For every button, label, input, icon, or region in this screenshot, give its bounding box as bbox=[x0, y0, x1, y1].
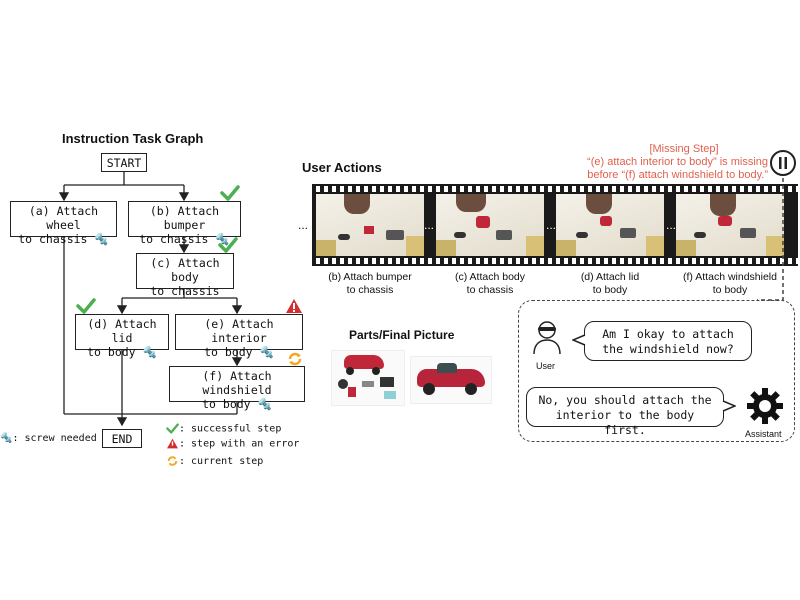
user-avatar-icon bbox=[533, 321, 561, 355]
legend-current: : current step bbox=[166, 455, 263, 467]
node-f-line1: (f) Attach windshield bbox=[202, 369, 272, 397]
missing-step-note: [Missing Step] “(e) attach interior to b… bbox=[540, 143, 768, 182]
user-message-bubble: Am I okay to attach the windshield now? bbox=[584, 321, 752, 361]
film-ellipsis: ... bbox=[424, 218, 435, 232]
video-frame bbox=[556, 194, 664, 256]
screw-icon: 🔩 bbox=[94, 232, 109, 246]
bubble-tail bbox=[572, 334, 586, 346]
warning-icon bbox=[167, 438, 178, 449]
assistant-message-bubble: No, you should attach the interior to th… bbox=[526, 387, 724, 437]
node-d: (d) Attach lid to body 🔩 bbox=[75, 314, 169, 359]
screw-icon: 🔩 bbox=[0, 433, 13, 444]
film-ellipsis: ... bbox=[298, 218, 309, 232]
checkmark-icon bbox=[218, 237, 238, 253]
start-node: START bbox=[101, 153, 147, 172]
end-node: END bbox=[102, 429, 142, 448]
node-e-line1: (e) Attach interior bbox=[204, 317, 274, 345]
frame-caption: (c) Attach body to chassis bbox=[454, 271, 526, 296]
node-b-line1: (b) Attach bumper bbox=[149, 204, 220, 232]
screw-icon: 🔩 bbox=[259, 345, 274, 359]
film-ellipsis: ... bbox=[546, 218, 557, 232]
missing-step-line3: before “(f) attach windshield to body.” bbox=[587, 169, 768, 181]
user-message-line2: the windshield now? bbox=[602, 342, 734, 356]
checkmark-icon bbox=[76, 298, 96, 314]
pause-button[interactable] bbox=[770, 150, 796, 176]
node-e-line2: to body bbox=[204, 345, 253, 359]
missing-step-line1: [Missing Step] bbox=[649, 143, 719, 155]
assistant-label: Assistant bbox=[745, 429, 782, 439]
node-a-line1: (a) Attach wheel bbox=[28, 204, 99, 232]
node-e: (e) Attach interior to body 🔩 bbox=[175, 314, 303, 359]
warning-icon bbox=[286, 299, 302, 313]
legend-error-text: : step with an error bbox=[179, 438, 300, 450]
video-frame bbox=[436, 194, 544, 256]
legend-current-text: : current step bbox=[179, 456, 264, 467]
current-step-icon bbox=[167, 456, 178, 466]
node-a-line2: to chassis bbox=[18, 232, 88, 246]
node-d-line2: to body bbox=[87, 345, 136, 359]
screw-icon: 🔩 bbox=[142, 345, 157, 359]
node-f-line2: to body bbox=[202, 397, 251, 411]
node-f: (f) Attach windshield to body 🔩 bbox=[169, 366, 305, 411]
legend-success: : successful step bbox=[166, 423, 281, 435]
checkmark-icon bbox=[166, 423, 179, 434]
checkmark-icon bbox=[220, 185, 240, 201]
user-actions-title: User Actions bbox=[302, 160, 382, 175]
task-graph-title: Instruction Task Graph bbox=[62, 131, 204, 146]
node-a: (a) Attach wheel to chassis 🔩 bbox=[10, 201, 117, 246]
user-message-line1: Am I okay to attach bbox=[602, 327, 734, 341]
screw-icon: 🔩 bbox=[257, 397, 272, 411]
legend-success-text: : successful step bbox=[179, 423, 282, 435]
node-c: (c) Attach body to chassis bbox=[136, 253, 234, 298]
node-c-line1: (c) Attach body bbox=[150, 256, 220, 284]
bubble-tail bbox=[722, 400, 736, 412]
node-b: (b) Attach bumper to chassis 🔩 bbox=[128, 201, 241, 246]
parts-image bbox=[331, 350, 405, 406]
frame-caption: (f) Attach windshield to body bbox=[683, 271, 777, 296]
screw-icon: 🔩 bbox=[215, 232, 230, 246]
missing-step-line2: “(e) attach interior to body” is missing bbox=[587, 156, 768, 168]
screw-legend-text: : screw needed bbox=[12, 433, 97, 444]
user-label: User bbox=[536, 361, 556, 371]
final-car-image bbox=[410, 356, 492, 404]
parts-title: Parts/Final Picture bbox=[349, 328, 455, 342]
node-c-line2: to chassis bbox=[150, 284, 220, 298]
gear-icon bbox=[747, 388, 783, 424]
dialogue-panel bbox=[518, 300, 795, 442]
current-step-icon bbox=[288, 352, 302, 366]
video-frame bbox=[676, 194, 784, 256]
frame-caption: (b) Attach bumper to chassis bbox=[328, 271, 412, 296]
pause-icon bbox=[779, 157, 787, 169]
legend-error: : step with an error bbox=[166, 438, 299, 450]
assistant-message-line2: interior to the body first. bbox=[555, 408, 695, 437]
frame-caption: (d) Attach lid to body bbox=[580, 271, 640, 296]
node-d-line1: (d) Attach lid bbox=[87, 317, 157, 345]
film-ellipsis: ... bbox=[666, 218, 677, 232]
assistant-message-line1: No, you should attach the bbox=[538, 393, 712, 407]
video-frame bbox=[316, 194, 424, 256]
node-b-line2: to chassis bbox=[139, 232, 209, 246]
